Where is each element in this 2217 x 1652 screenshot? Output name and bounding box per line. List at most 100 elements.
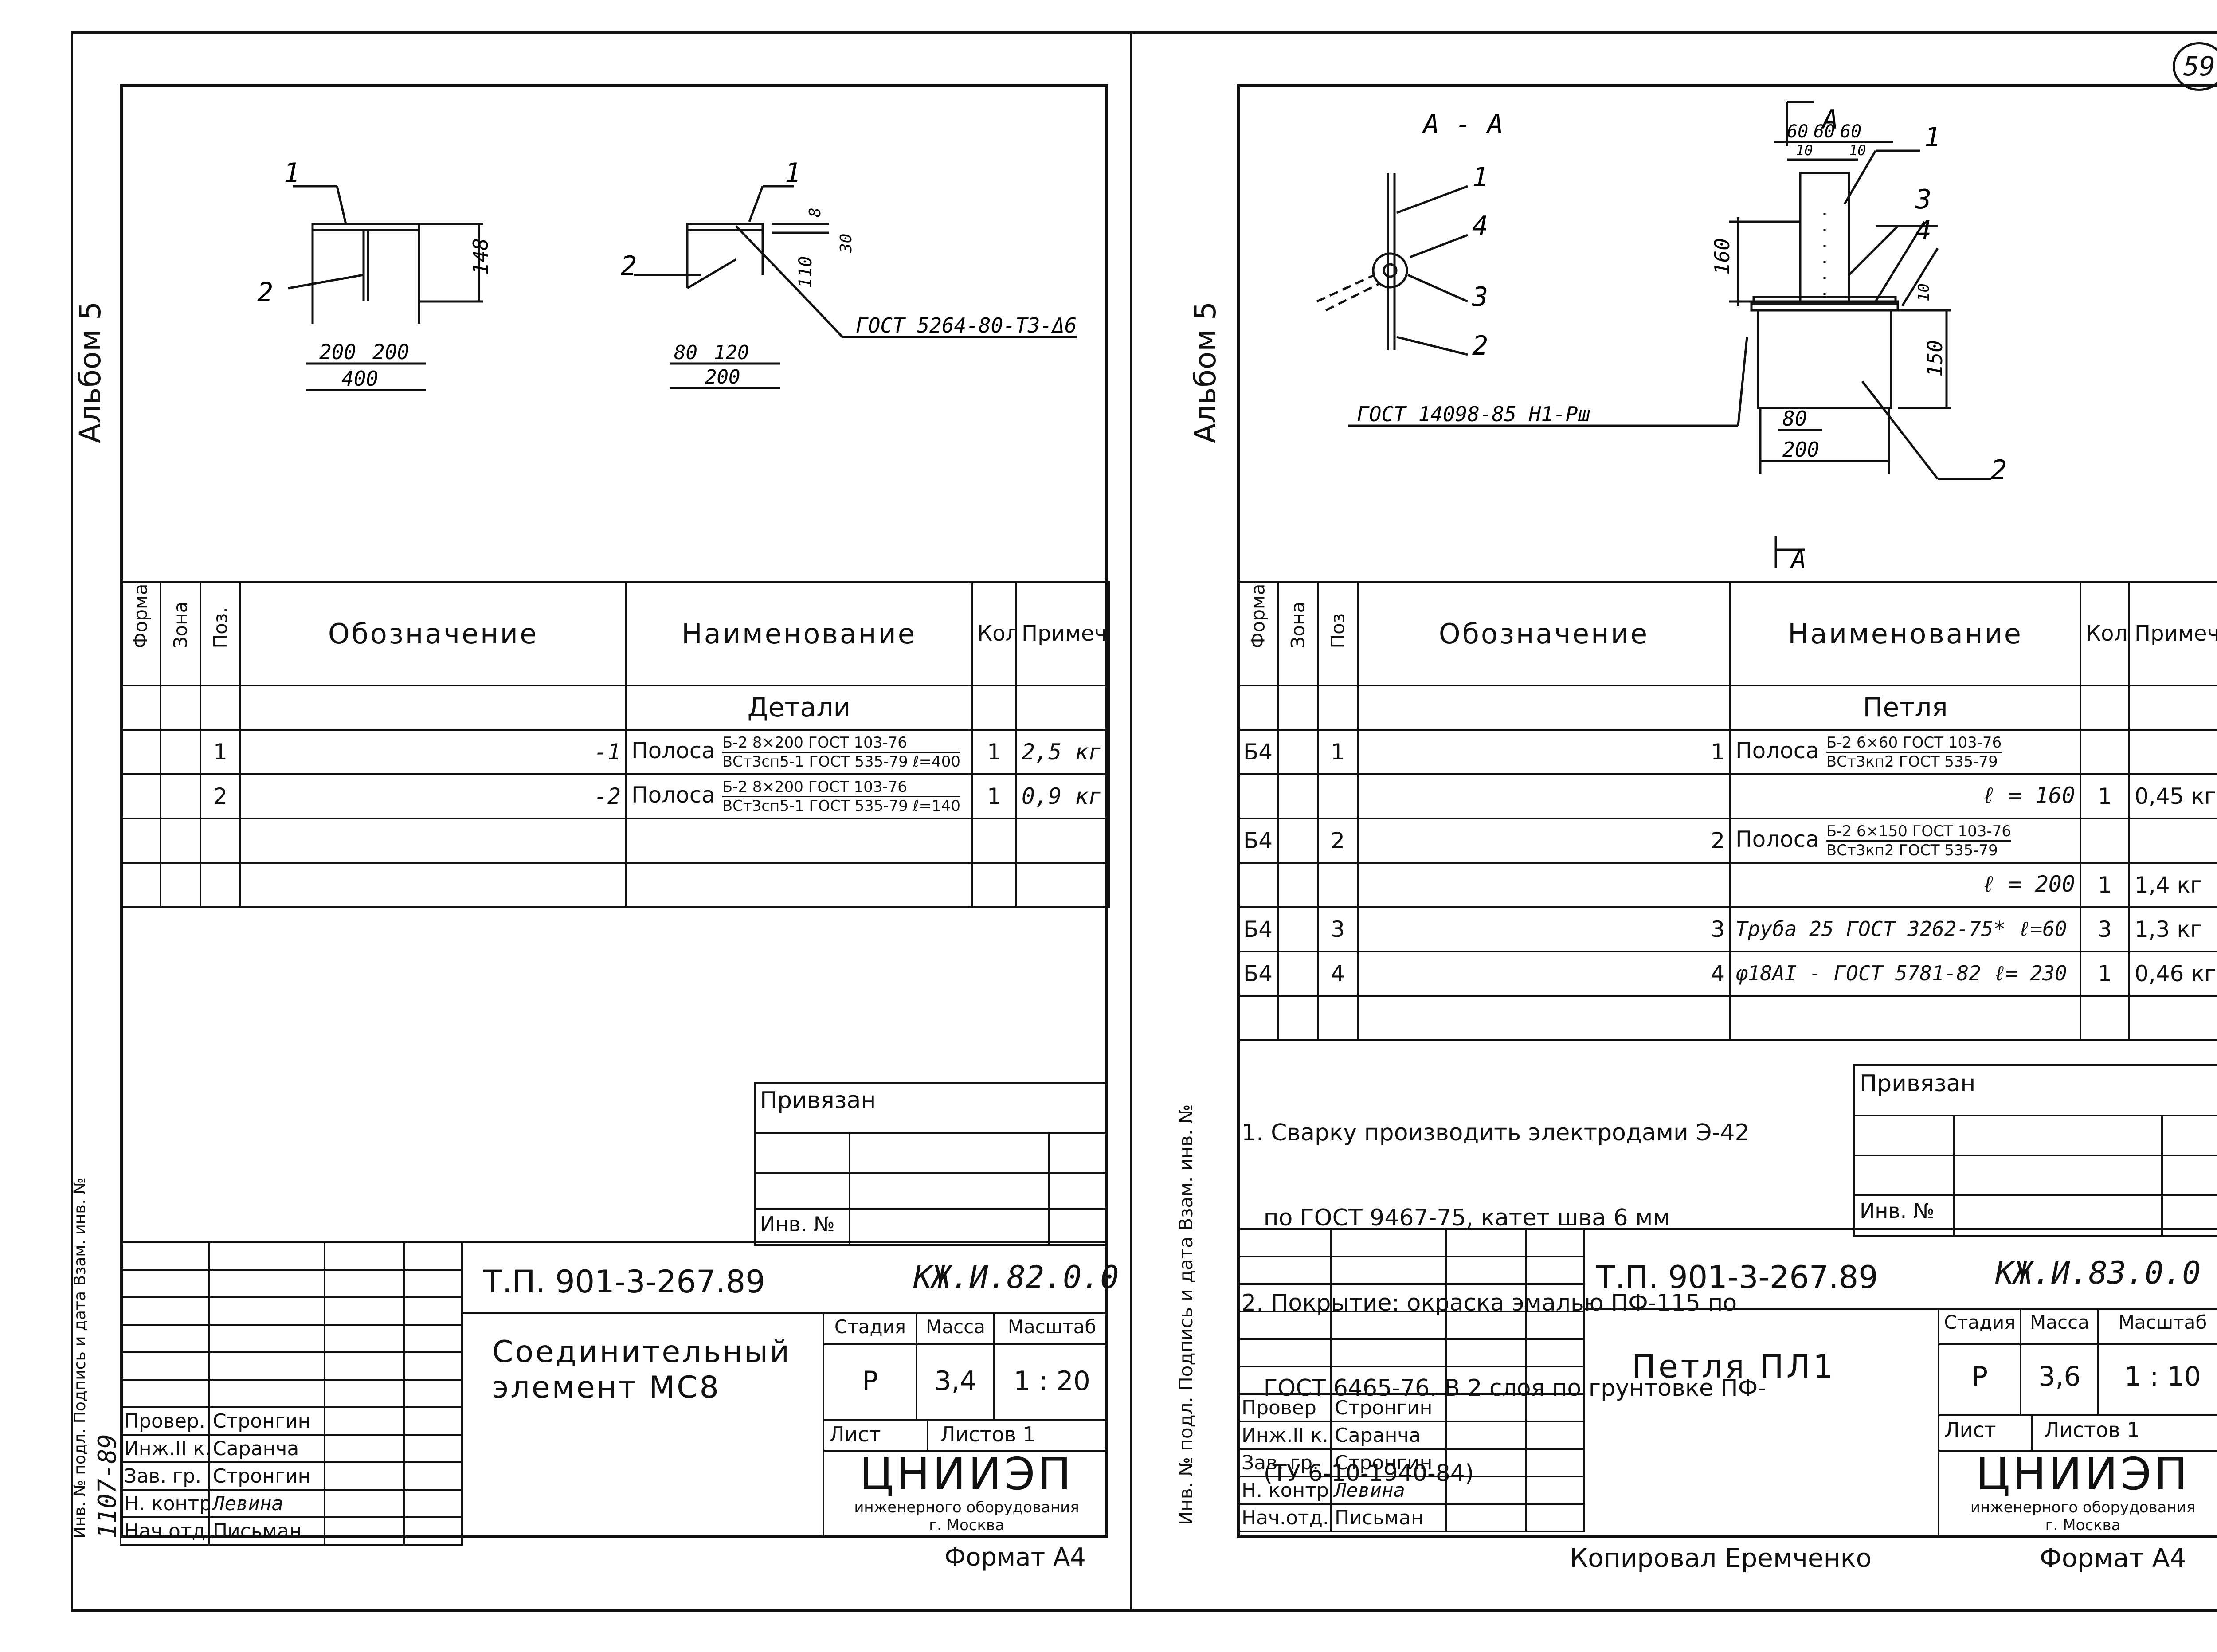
right-left-pos-1: 1 — [1472, 162, 1488, 193]
right-list-label: Лист — [1944, 1418, 1996, 1442]
left-dim-30: 30 — [837, 234, 855, 253]
left-pos-1b: 1 — [785, 157, 801, 188]
right-pos-1: 1 — [1924, 122, 1940, 153]
left-privyazan-box: Привязан Инв. № — [754, 1082, 1108, 1246]
right-dim-160: 160 — [1710, 238, 1734, 275]
right-scale-value: 1 : 10 — [2124, 1361, 2201, 1392]
staff-row: Н. контр.Левина — [1237, 1476, 1585, 1505]
left-col-pos: Поз. — [200, 581, 241, 686]
right-album-label: Альбом 5 — [1188, 301, 1222, 443]
designation-cell: 1 — [1357, 729, 1731, 775]
qty-cell: 3 — [2080, 906, 2130, 952]
left-pos-1: 1 — [284, 157, 300, 188]
left-staff-table: Провер.Стронгин Инж.II к.Саранча Зав. гр… — [120, 1241, 463, 1546]
qty-cell: 1 — [2080, 951, 2130, 997]
right-listov-label: Листов 1 — [2044, 1418, 2140, 1442]
right-left-pos-4: 4 — [1472, 211, 1488, 242]
right-org-city: г. Москва — [2045, 1516, 2121, 1534]
left-sheet-code: КЖ.И.82.0.0 — [913, 1259, 1119, 1296]
designation-cell: -1 — [239, 729, 627, 775]
right-privyazan-label: Привязан — [1860, 1070, 1976, 1097]
left-section-row: Детали — [120, 685, 1110, 731]
table-row: Б4 4 4 φ18АI - ГОСТ 5781-82 ℓ= 230 1 0,4… — [1237, 951, 2217, 997]
right-cut-a-top: А — [1821, 104, 1838, 135]
right-dim-80: 80 — [1782, 407, 1807, 431]
right-org-sub: инженерного оборудования — [1970, 1499, 2196, 1516]
left-dim-80: 80 — [674, 341, 697, 364]
right-sheet-code: КЖ.И.83.0.0 — [1995, 1255, 2201, 1291]
right-col-name: Наименование — [1729, 581, 2081, 686]
right-doc-code: Т.П. 901-3-267.89 — [1596, 1259, 1878, 1296]
pos-cell: 1 — [1317, 729, 1359, 775]
table-row: Б4 3 3 Труба 25 ГОСТ 3262-75* ℓ=60 3 1,3… — [1237, 906, 2217, 952]
format-cell: Б4 — [1237, 951, 1279, 997]
right-drawing: А - А А А 1 4 3 2 60 60 60 10 10 160 10 … — [1316, 101, 2007, 574]
right-pos-3: 3 — [1915, 184, 1931, 215]
left-col-designation: Обозначение — [239, 581, 627, 686]
right-dim-60b: 60 — [1814, 121, 1835, 142]
staff-row: Зав. гр.Стронгин — [1237, 1448, 1585, 1477]
left-spec-table: Формат Зона Поз. Обозначение Наименовани… — [120, 581, 1110, 908]
note-cell: 0,46 кг — [2128, 951, 2217, 997]
right-mass-value: 3,6 — [2038, 1361, 2081, 1392]
right-left-pos-3: 3 — [1472, 282, 1488, 313]
left-inv-label: Инв. № — [760, 1212, 835, 1236]
left-weld-gost: ГОСТ 5264-80-Т3-Δ6 — [856, 313, 1077, 337]
right-col-format: Формат — [1237, 581, 1279, 686]
right-spec-header: Формат Зона Поз Обозначение Наименование… — [1237, 581, 2217, 686]
right-privyazan-box: Привязан Инв. № — [1853, 1064, 2217, 1237]
left-dim-8: 8 — [806, 207, 824, 217]
table-row — [1237, 995, 2217, 1041]
pos-cell: 2 — [1317, 818, 1359, 864]
staff-row: Зав. гр.Стронгин — [120, 1461, 463, 1491]
right-dim-60c: 60 — [1840, 121, 1861, 142]
note-line: 1. Сварку производить электродами Э-42 — [1242, 1120, 1750, 1146]
right-gost-label: ГОСТ 14098-85 Н1-Рш — [1357, 402, 1590, 426]
right-org-name: ЦНИИЭП — [1975, 1448, 2190, 1500]
designation-cell: 2 — [1357, 818, 1731, 864]
right-inv-label: Инв. № — [1860, 1199, 1935, 1223]
pos-cell: 3 — [1317, 906, 1359, 952]
left-listov-label: Листов 1 — [940, 1422, 1036, 1446]
left-dim-200b: 200 — [372, 340, 409, 364]
left-list-label: Лист — [829, 1422, 881, 1446]
right-mass-header: Масса — [2030, 1311, 2089, 1333]
left-dim-148: 148 — [469, 238, 493, 275]
left-side-number: 1107-89 — [93, 1433, 122, 1538]
right-stage-value: Р — [1971, 1361, 1988, 1392]
qty-cell: 1 — [2080, 862, 2130, 908]
right-col-pos: Поз — [1317, 581, 1359, 686]
left-mass-header: Масса — [926, 1316, 985, 1338]
staff-row: Н. контр.Левина — [120, 1489, 463, 1518]
note-cell: 1,3 кг — [2128, 906, 2217, 952]
right-section-label-cell: Петля — [1729, 685, 2081, 731]
name-cell: φ18АI - ГОСТ 5781-82 ℓ= 230 — [1729, 951, 2081, 997]
left-dim-200a: 200 — [319, 340, 356, 364]
left-col-qty: Кол — [971, 581, 1017, 686]
left-format-label: Формат А4 — [944, 1543, 1086, 1572]
left-col-name: Наименование — [625, 581, 973, 686]
designation-cell: 4 — [1357, 951, 1731, 997]
left-title-line2: элемент МС8 — [492, 1370, 721, 1405]
designation-cell: -2 — [239, 773, 627, 819]
right-pos-2: 2 — [1991, 454, 2007, 485]
page-top-rule — [71, 31, 2217, 34]
pos-cell: 4 — [1317, 951, 1359, 997]
left-org-city: г. Москва — [929, 1516, 1004, 1534]
right-col-qty: Кол — [2080, 581, 2130, 686]
qty-cell: 1 — [2080, 773, 2130, 819]
table-row — [120, 862, 1110, 908]
copied-by: Копировал Еремченко — [1570, 1543, 1872, 1573]
note-cell: 2,5 кг — [1015, 729, 1110, 775]
right-pos-4: 4 — [1915, 215, 1931, 246]
left-scale-value: 1 : 20 — [1014, 1366, 1090, 1397]
pos-cell: 1 — [200, 729, 241, 775]
pos-cell: 2 — [200, 773, 241, 819]
right-section-label: А - А — [1422, 109, 1504, 140]
left-scale-header: Масштаб — [1007, 1316, 1097, 1338]
